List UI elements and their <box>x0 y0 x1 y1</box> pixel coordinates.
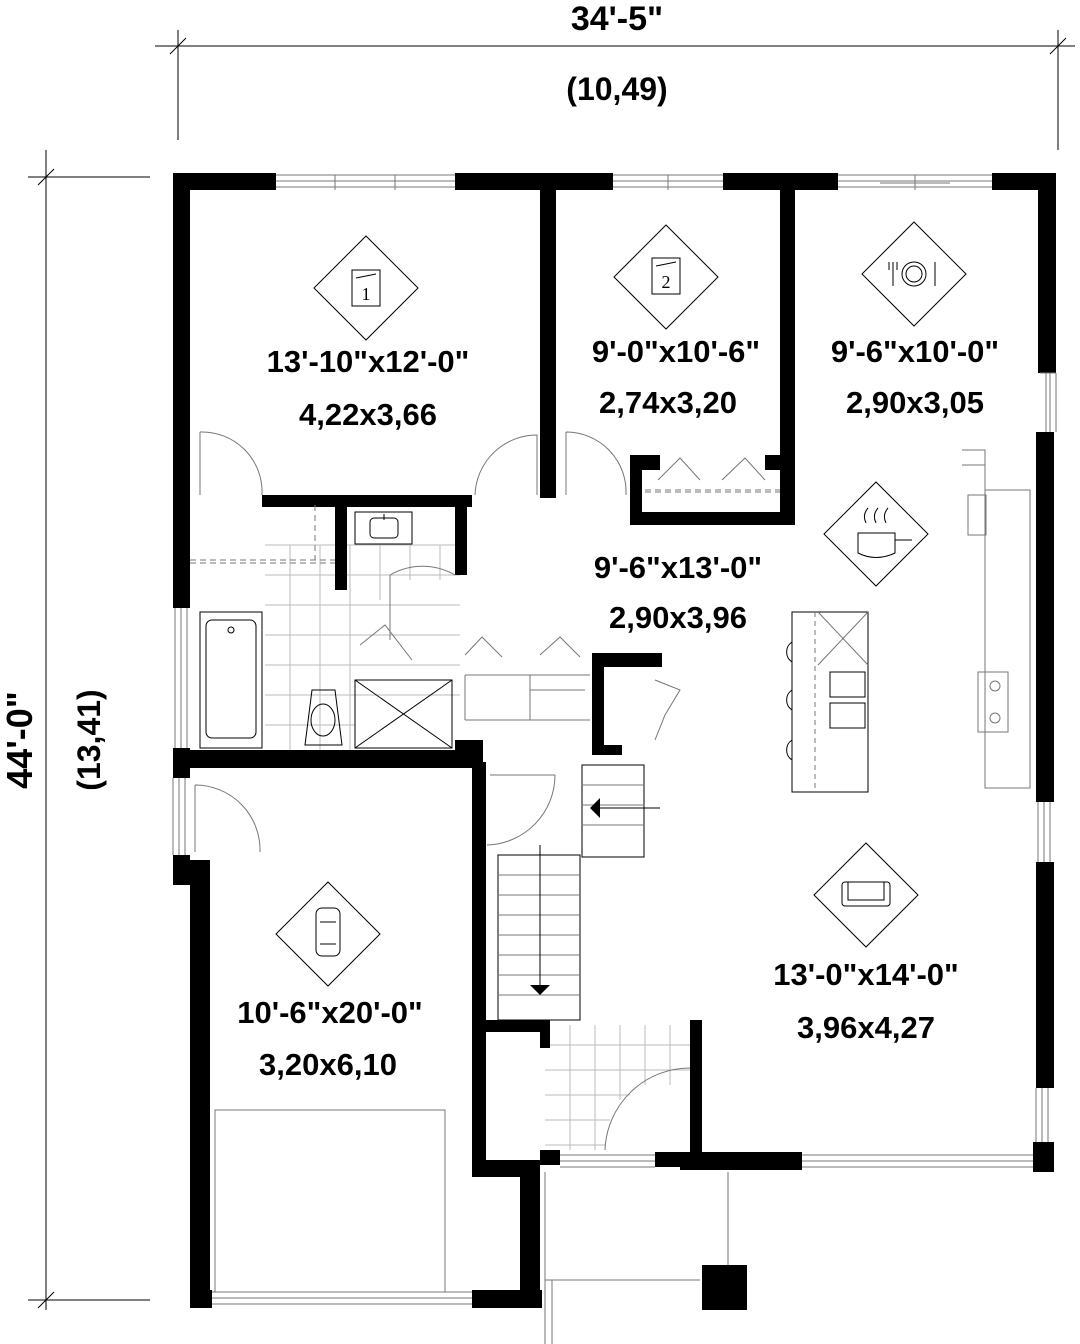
stairs <box>497 764 660 1021</box>
depth-dimension-line <box>28 150 150 1310</box>
svg-text:1: 1 <box>362 284 371 304</box>
kitchen-icon <box>823 481 929 587</box>
garage-icon <box>275 881 381 987</box>
width-metric-label: (10,49) <box>566 71 667 107</box>
shower <box>354 679 453 749</box>
garage-size-metric: 3,20x6,10 <box>259 1047 397 1082</box>
depth-imperial-label: 44'-0" <box>0 691 40 789</box>
kitchen-size-metric: 2,90x3,96 <box>609 600 747 635</box>
width-dimension-line <box>155 30 1075 150</box>
kitchen-island <box>786 611 869 793</box>
closet-fixtures <box>190 489 780 721</box>
bedroom-2-size-imperial: 9'-0"x10'-6" <box>592 334 760 369</box>
dining-size-metric: 2,90x3,05 <box>846 385 984 420</box>
walls <box>173 173 1056 1310</box>
svg-text:2: 2 <box>662 272 671 292</box>
bedroom-1-icon: 1 <box>313 235 419 341</box>
dining-size-imperial: 9'-6"x10'-0" <box>831 334 999 369</box>
kitchen-size-imperial: 9'-6"x13'-0" <box>594 550 762 585</box>
bathroom-sink <box>354 511 413 545</box>
depth-metric-label: (13,41) <box>71 689 107 790</box>
door-swings <box>194 431 766 1151</box>
garage-size-imperial: 10'-6"x20'-0" <box>237 995 422 1030</box>
width-imperial-label: 34'-5" <box>571 0 663 38</box>
living-size-metric: 3,96x4,27 <box>797 1010 935 1045</box>
bedroom-2-icon: 2 <box>613 224 719 330</box>
bathtub <box>199 611 263 749</box>
entry-tiles <box>545 1025 690 1150</box>
garage-parking-space <box>214 1109 446 1293</box>
living-icon <box>813 842 919 948</box>
kitchen-counter <box>962 449 1031 789</box>
toilet <box>304 689 343 746</box>
living-size-imperial: 13'-0"x14'-0" <box>773 957 958 992</box>
bedroom-1-size-imperial: 13'-10"x12'-0" <box>267 344 470 379</box>
windows <box>172 174 1057 1305</box>
bathroom-tiles <box>265 544 460 750</box>
front-porch <box>544 1172 729 1344</box>
bedroom-1-size-metric: 4,22x3,66 <box>299 397 437 432</box>
dining-icon <box>861 221 967 327</box>
bedroom-2-size-metric: 2,74x3,20 <box>599 385 737 420</box>
